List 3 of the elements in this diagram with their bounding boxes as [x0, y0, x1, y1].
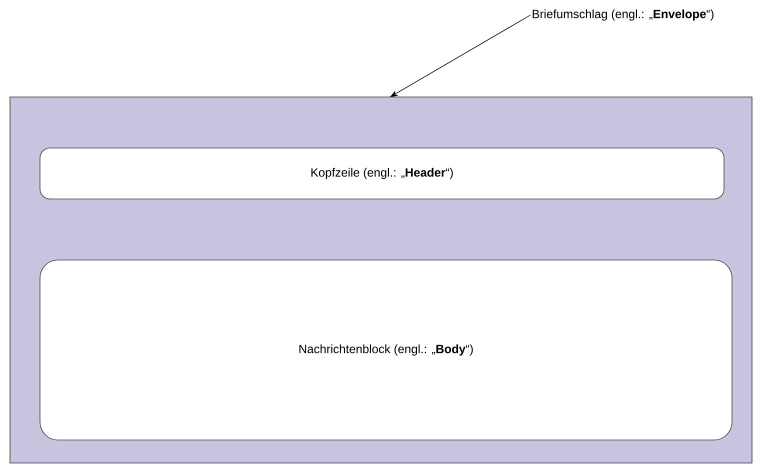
callout-label: Briefumschlag (engl.: „Envelope“)	[532, 9, 714, 21]
body-box: Nachrichtenblock (engl.: „Body“)	[40, 260, 732, 440]
header-box: Kopfzeile (engl.: „Header“)	[40, 148, 724, 200]
